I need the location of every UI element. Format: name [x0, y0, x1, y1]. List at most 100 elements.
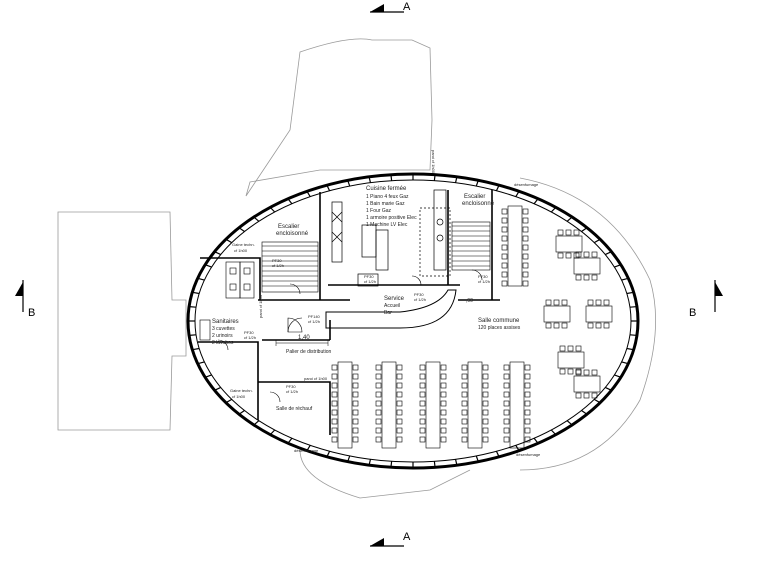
chair — [440, 382, 447, 389]
chair — [503, 373, 510, 380]
chair — [331, 391, 338, 398]
window-mullion — [287, 437, 293, 444]
sanitaires-title: Sanitaires — [212, 319, 239, 325]
chair — [522, 235, 529, 242]
staircase-left — [261, 241, 319, 293]
palier-label: Palier de distribution — [286, 349, 332, 355]
chair — [565, 252, 572, 259]
paroi-note-left: paroi cf 1h00 — [258, 294, 263, 318]
window-mullion — [214, 251, 221, 256]
chair — [575, 369, 582, 376]
chair — [440, 364, 447, 371]
window-mullion — [204, 374, 212, 378]
room-labels: Cuisine fermée 1 Piano 4 feux Gaz 1 Bain… — [212, 186, 521, 412]
dining-table — [585, 305, 613, 323]
chair — [501, 217, 508, 224]
window-mullion — [306, 445, 311, 451]
toilet-icon — [229, 283, 237, 291]
window-mullion — [581, 227, 588, 233]
chair — [524, 391, 531, 398]
dimension-140 — [275, 340, 329, 346]
chair — [375, 400, 382, 407]
chair — [440, 409, 447, 416]
chair — [524, 427, 531, 434]
door-labels: PF30 cf 1/2h PF30 cf 1/2h PF30 cf 1/2h P… — [244, 258, 490, 394]
chair — [396, 391, 403, 398]
pf30-kitchen-2: cf 1/2h — [364, 279, 376, 284]
toilet-icon — [243, 267, 251, 275]
gaine-top-label-1: Gaine techn. — [232, 242, 255, 247]
chair — [524, 373, 531, 380]
chair — [524, 418, 531, 425]
chair — [461, 364, 468, 371]
chair — [501, 244, 508, 251]
chair — [396, 418, 403, 425]
window-mullion — [192, 291, 200, 295]
chair — [503, 364, 510, 371]
window-mullion — [454, 459, 458, 466]
sanitaires-line-1: 3 cuvettes — [212, 326, 235, 332]
chair — [522, 217, 529, 224]
dining-tables — [331, 205, 613, 449]
interior-walls — [198, 190, 500, 435]
door-kitchen — [411, 275, 422, 286]
chair — [331, 373, 338, 380]
chair — [461, 427, 468, 434]
chair — [352, 400, 359, 407]
stair-left-label-1: Escalier — [278, 224, 299, 230]
window-mullion — [433, 174, 436, 181]
service-label: Service — [384, 296, 405, 302]
window-mullion — [621, 277, 629, 281]
equip-mark — [331, 231, 343, 243]
chair — [331, 409, 338, 416]
service-counter — [325, 289, 457, 329]
window-mullion — [253, 420, 260, 426]
chair — [396, 382, 403, 389]
pf30-rechauf-2: cf 1/2h — [286, 389, 298, 394]
window-mullion — [368, 459, 372, 466]
chair — [575, 345, 582, 352]
chair — [461, 418, 468, 425]
window-mullion — [605, 386, 612, 391]
door-stair-right — [471, 269, 483, 281]
window-mullion — [225, 398, 233, 404]
window-mullion — [454, 176, 458, 183]
window-mullion — [566, 216, 573, 222]
sanitaires-line-2: 2 urinoirs — [212, 333, 233, 339]
stair-right-label-2: encloisonné — [462, 201, 495, 207]
chair — [375, 436, 382, 443]
chair — [503, 427, 510, 434]
chair — [461, 400, 468, 407]
window-mullion — [253, 216, 260, 222]
window-mullion — [238, 227, 245, 233]
section-arrow — [370, 538, 384, 546]
pf30-stair-left-2: cf 1/2h — [272, 263, 284, 268]
window-mullion — [626, 347, 634, 351]
kitchen-item-2: 1 Bain marie Gaz — [366, 201, 405, 207]
west-terrace-outline — [57, 211, 187, 431]
chair — [482, 364, 489, 371]
door-pf140-leaf — [287, 317, 303, 333]
chair — [522, 208, 529, 215]
site-outline — [57, 38, 656, 499]
chair — [557, 252, 564, 259]
chair — [553, 299, 560, 306]
chair — [545, 299, 552, 306]
chair — [331, 382, 338, 389]
chair — [522, 244, 529, 251]
chair — [419, 418, 426, 425]
kitchen-item-4: 1 armoire positive Elec — [366, 215, 417, 221]
section-marker-b-left: B — [15, 280, 35, 319]
chair — [419, 409, 426, 416]
dining-table — [507, 205, 523, 287]
chair — [559, 345, 566, 352]
chair — [461, 382, 468, 389]
chair — [331, 427, 338, 434]
stair-left-label-2: encloisonné — [276, 231, 309, 237]
chair — [331, 400, 338, 407]
window-mullion — [533, 437, 539, 444]
chair — [352, 409, 359, 416]
chair — [352, 418, 359, 425]
chair — [567, 368, 574, 375]
window-mullion — [347, 180, 351, 187]
